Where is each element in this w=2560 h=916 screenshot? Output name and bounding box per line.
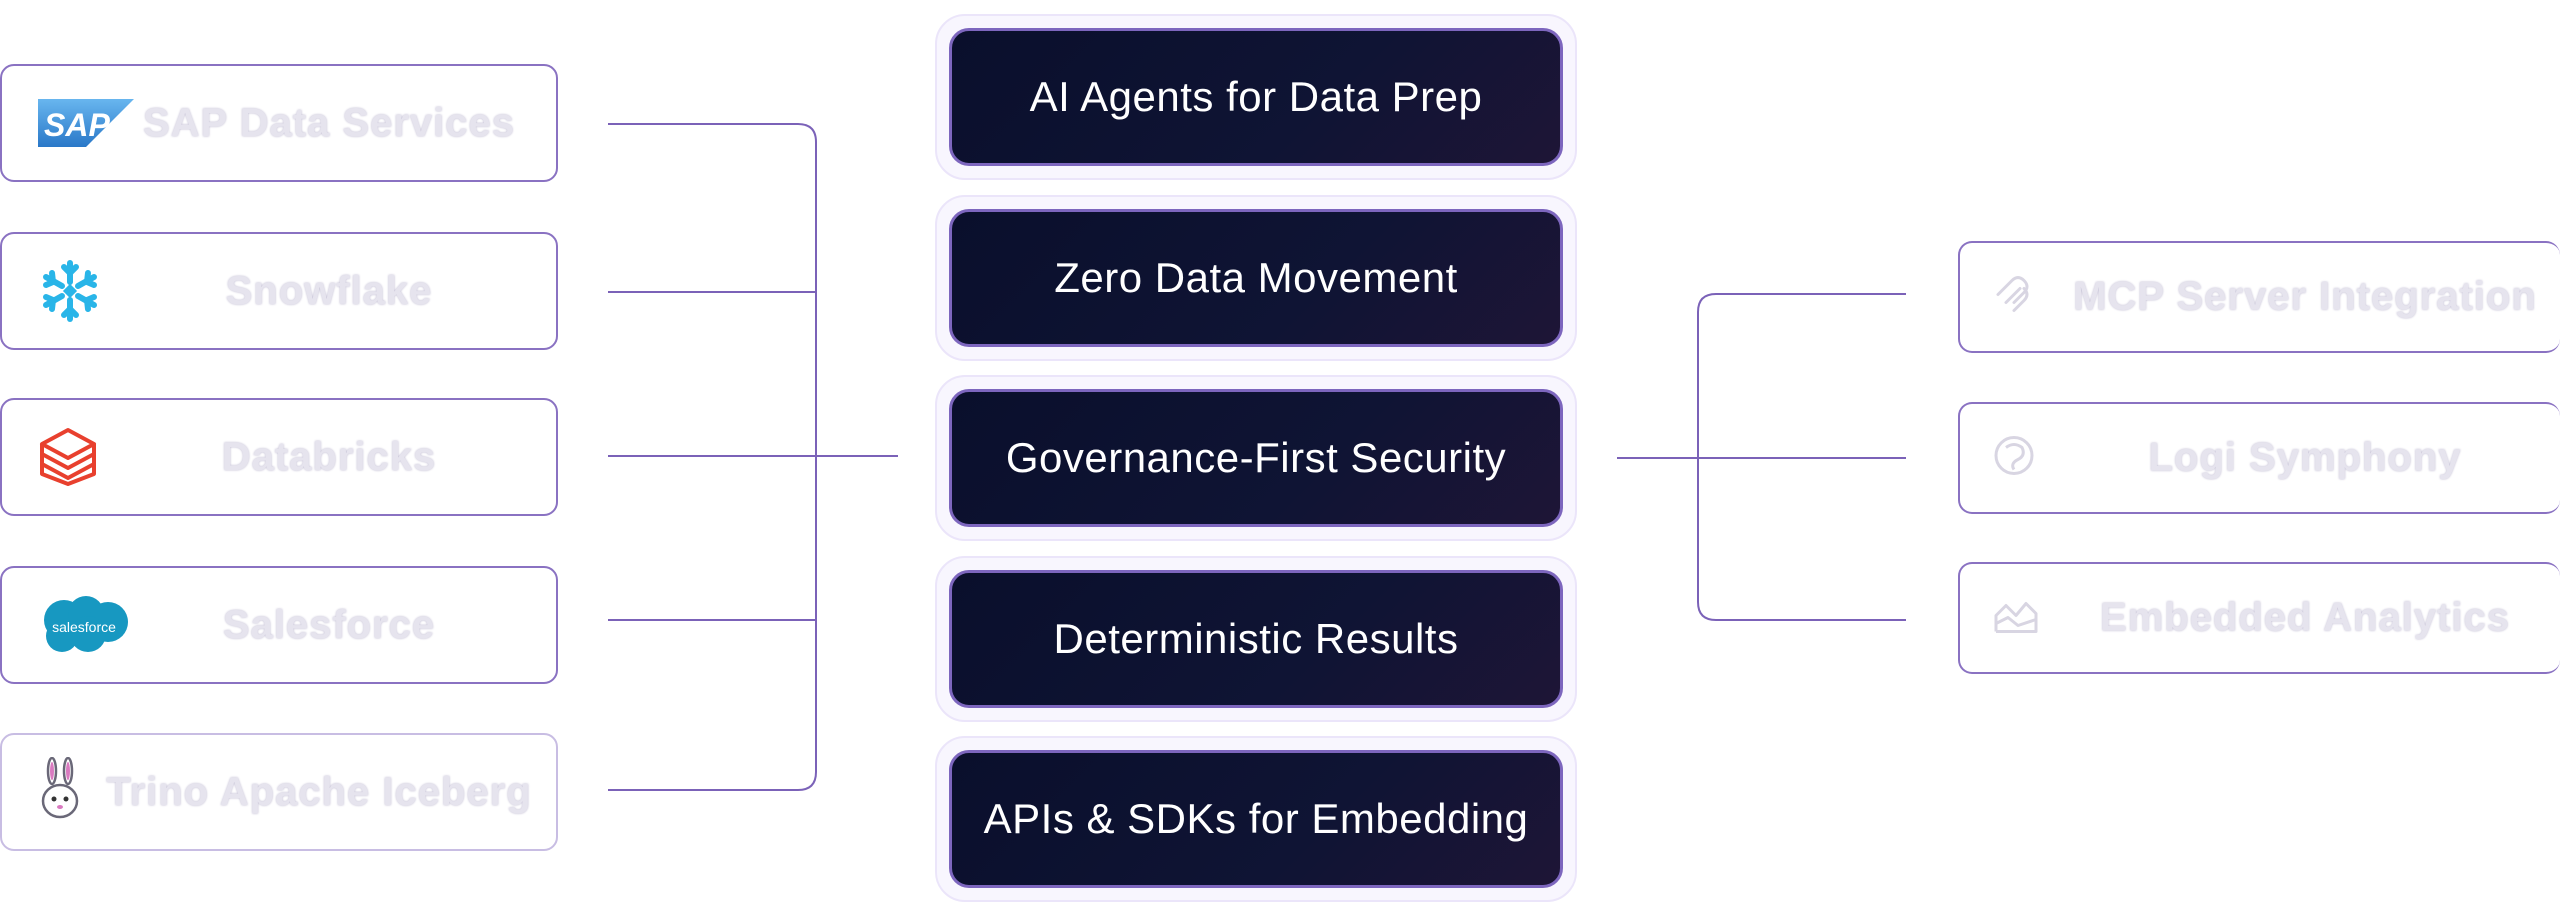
feature-label: Zero Data Movement xyxy=(1054,254,1458,301)
feature-label: Deterministic Results xyxy=(1053,615,1459,662)
svg-text:salesforce: salesforce xyxy=(52,619,116,635)
source-card-trino: Trino Apache Iceberg xyxy=(0,733,558,851)
feature-label: AI Agents for Data Prep xyxy=(1029,73,1483,120)
logi-symphony-logo-icon xyxy=(1992,434,2036,483)
feature-apis-sdks: APIs & SDKs for Embedding xyxy=(935,736,1577,902)
source-label-trino: Trino Apache Iceberg xyxy=(106,769,532,814)
feature-box: Deterministic Results xyxy=(949,570,1563,708)
feature-zero-data-movement: Zero Data Movement xyxy=(935,195,1577,361)
databricks-logo-icon xyxy=(38,426,98,488)
source-card-sap: SAP SAP Data Services xyxy=(0,64,558,182)
feature-governance-security: Governance-First Security xyxy=(935,375,1577,541)
feature-box: AI Agents for Data Prep xyxy=(949,28,1563,166)
feature-ai-agents: AI Agents for Data Prep xyxy=(935,14,1577,180)
output-card-embedded-analytics: Embedded Analytics xyxy=(1958,562,2560,674)
snowflake-logo-icon xyxy=(38,259,102,323)
output-label-mcp: MCP Server Integration xyxy=(2073,274,2537,319)
trino-bunny-logo-icon xyxy=(38,757,82,827)
chart-area-icon xyxy=(1992,596,2040,641)
salesforce-logo-icon: salesforce xyxy=(38,594,130,656)
output-label-embedded-analytics: Embedded Analytics xyxy=(2100,595,2510,640)
connector-sap xyxy=(608,123,817,143)
sap-logo-icon: SAP xyxy=(38,99,134,147)
source-label-databricks: Databricks xyxy=(221,434,437,479)
mcp-logo-icon xyxy=(1992,273,2036,322)
output-label-logi-symphony: Logi Symphony xyxy=(2148,435,2462,480)
feature-box: Governance-First Security xyxy=(949,389,1563,527)
feature-label: Governance-First Security xyxy=(1005,434,1507,481)
feature-deterministic-results: Deterministic Results xyxy=(935,556,1577,722)
connector-trino xyxy=(608,771,817,791)
source-card-snowflake: Snowflake xyxy=(0,232,558,350)
output-card-logi-symphony: Logi Symphony xyxy=(1958,402,2560,514)
feature-box: Zero Data Movement xyxy=(949,209,1563,347)
source-label-snowflake: Snowflake xyxy=(225,268,433,313)
svg-text:SAP: SAP xyxy=(44,107,110,143)
source-label-sap: SAP Data Services xyxy=(142,100,516,145)
source-label-salesforce: Salesforce xyxy=(222,602,436,647)
source-card-databricks: Databricks xyxy=(0,398,558,516)
feature-label: APIs & SDKs for Embedding xyxy=(983,795,1529,842)
connector-right-spine xyxy=(1697,293,1906,621)
feature-box: APIs & SDKs for Embedding xyxy=(949,750,1563,888)
source-card-salesforce: salesforce Salesforce xyxy=(0,566,558,684)
output-card-mcp: MCP Server Integration xyxy=(1958,241,2560,353)
